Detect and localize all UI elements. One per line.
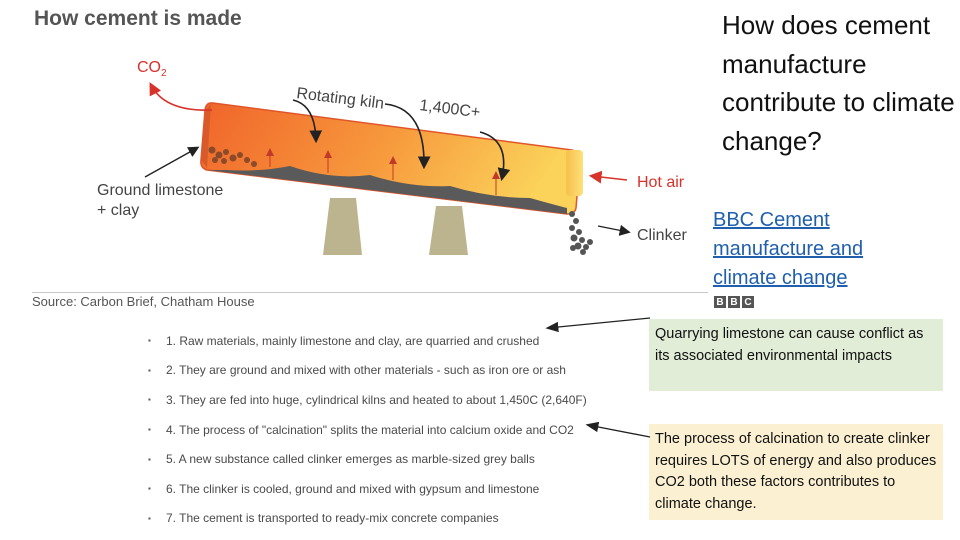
step-text: 1. Raw materials, mainly limestone and c… [166, 333, 540, 348]
bullet-icon: ▪ [148, 484, 151, 494]
ground-limestone-label: Ground limestone [97, 182, 223, 199]
step-item: ▪ 3. They are fed into huge, cylindrical … [148, 385, 587, 415]
kiln-illustration: CO2 Rotating kiln 1,400C+ Ground limesto… [97, 59, 687, 255]
step-item: ▪ 2. They are ground and mixed with other… [148, 356, 587, 386]
step-item: ▪ 4. The process of "calcination" splits … [148, 415, 587, 445]
rotating-kiln-label: Rotating kiln [296, 85, 385, 113]
kiln-stand-right [429, 206, 468, 255]
bbc-logo-letter: B [714, 296, 726, 308]
diagram-title: How cement is made [34, 7, 242, 30]
step-item: ▪ 5. A new substance called clinker emerg… [148, 444, 587, 474]
step-text: 6. The clinker is cooled, ground and mix… [166, 481, 540, 496]
clinker-label: Clinker [637, 227, 687, 244]
slide-title-question: How does cement manufacture contribute t… [722, 10, 955, 156]
clinker-arrow [597, 224, 631, 236]
source-caption: Source: Carbon Brief, Chatham House [32, 294, 255, 309]
step-text: 5. A new substance called clinker emerge… [166, 452, 535, 467]
process-steps-list: ▪ 1. Raw materials, mainly limestone and … [148, 326, 587, 533]
clay-label: + clay [97, 202, 139, 219]
co2-label: CO2 [137, 59, 167, 79]
step-text: 2. They are ground and mixed with other … [166, 363, 566, 378]
step-item: ▪ 6. The clinker is cooled, ground and mi… [148, 474, 587, 504]
bbc-article-link[interactable]: BBC Cement manufacture and climate chang… [713, 209, 864, 289]
bbc-logo: B B C [714, 296, 754, 308]
bullet-icon: ▪ [148, 513, 151, 523]
temperature-label: 1,400C+ [419, 97, 482, 121]
bullet-icon: ▪ [148, 336, 151, 346]
hot-air-cap [566, 150, 583, 196]
step-item: ▪ 7. The cement is transported to ready-m… [148, 504, 587, 534]
step-text: 3. They are fed into huge, cylindrical k… [166, 392, 587, 407]
rotating-kiln [200, 99, 583, 215]
kiln-stand-left [323, 198, 362, 255]
hot-air-label: Hot air [637, 174, 685, 191]
step-text: 4. The process of "calcination" splits t… [166, 422, 574, 437]
calcination-callout-arrow [585, 421, 651, 438]
bullet-icon: ▪ [148, 425, 151, 435]
co2-arrow [149, 82, 213, 111]
bbc-logo-letter: B [728, 296, 740, 308]
bullet-icon: ▪ [148, 395, 151, 405]
limestone-arrow [144, 146, 200, 178]
bullet-icon: ▪ [148, 454, 151, 464]
bbc-logo-letter: C [742, 296, 754, 308]
step-item: ▪ 1. Raw materials, mainly limestone and … [148, 326, 587, 356]
hot-air-arrow [588, 170, 628, 184]
bullet-icon: ▪ [148, 365, 151, 375]
calcination-callout: The process of calcination to create cli… [649, 424, 943, 520]
source-divider [32, 292, 708, 293]
raw-material-pebbles [208, 146, 257, 167]
clinker-balls [569, 211, 593, 255]
step-text: 7. The cement is transported to ready-mi… [166, 511, 499, 526]
quarrying-callout: Quarrying limestone can cause conflict a… [649, 319, 943, 391]
